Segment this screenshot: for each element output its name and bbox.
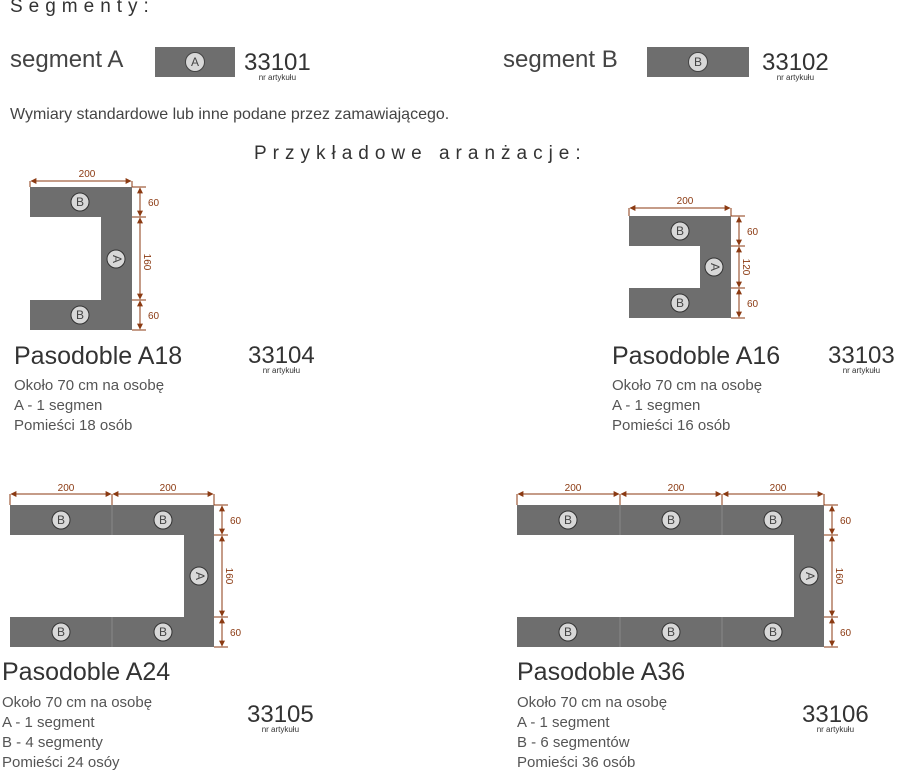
diagram-a36: 200 200 200 60 160 60 B B B A B B B <box>516 483 852 648</box>
layout-a18-line: Pomieści 18 osób <box>14 417 133 434</box>
layout-a36-article: 33106 nr artykułu <box>802 701 869 734</box>
svg-text:160: 160 <box>223 568 234 585</box>
layout-a24-line: Około 70 cm na osobę <box>2 694 153 711</box>
layout-a18-article: 33104 nr artykułu <box>248 342 315 375</box>
layout-a16-article: 33103 nr artykułu <box>828 342 895 375</box>
svg-text:B: B <box>76 308 84 322</box>
svg-text:60: 60 <box>840 516 852 527</box>
layout-a18-line: Około 70 cm na osobę <box>14 377 165 394</box>
svg-text:A: A <box>708 263 722 271</box>
layout-a16-code: 33103 <box>828 342 895 369</box>
layout-a24-title: Pasodoble A24 <box>2 658 171 686</box>
layout-a16-line: A - 1 segmen <box>612 397 701 414</box>
svg-text:200: 200 <box>565 483 582 494</box>
svg-text:200: 200 <box>160 483 177 494</box>
layout-a16-title: Pasodoble A16 <box>612 342 781 370</box>
layout-a18-line: A - 1 segmen <box>14 397 103 414</box>
svg-text:200: 200 <box>677 196 694 207</box>
svg-text:B: B <box>676 224 684 238</box>
svg-text:60: 60 <box>747 227 759 238</box>
svg-text:B: B <box>564 625 572 639</box>
svg-text:60: 60 <box>230 516 242 527</box>
svg-text:B: B <box>76 195 84 209</box>
svg-text:B: B <box>667 513 675 527</box>
svg-text:A: A <box>193 572 207 580</box>
svg-text:60: 60 <box>840 628 852 639</box>
svg-text:B: B <box>159 513 167 527</box>
svg-text:60: 60 <box>148 198 160 209</box>
svg-text:B: B <box>57 625 65 639</box>
layout-a16-line: Około 70 cm na osobę <box>612 377 763 394</box>
segment-a-code-note: nr artykułu <box>258 73 297 82</box>
segment-a-badge: A <box>185 52 205 72</box>
layout-a36-line: Około 70 cm na osobę <box>517 694 668 711</box>
svg-text:B: B <box>159 625 167 639</box>
segment-b-code-note: nr artykułu <box>776 73 815 82</box>
segment-a-label: segment A <box>10 46 124 73</box>
dimensions-note: Wymiary standardowe lub inne podane prze… <box>10 106 450 123</box>
segment-a-article: 33101 nr artykułu <box>244 49 311 82</box>
layout-a16-info: Około 70 cm na osobę A - 1 segmen Pomieś… <box>612 376 762 436</box>
diagram-a24: 200 200 60 160 60 B B A B B <box>9 483 242 648</box>
segment-b-article: 33102 nr artykułu <box>762 49 829 82</box>
svg-text:B: B <box>57 513 65 527</box>
svg-text:200: 200 <box>770 483 787 494</box>
svg-text:60: 60 <box>230 628 242 639</box>
segment-b-code: 33102 <box>762 49 829 76</box>
layout-a18-code-note: nr artykułu <box>262 366 301 375</box>
layout-a36-code-note: nr artykułu <box>816 725 855 734</box>
layout-a36-line: Pomieści 36 osób <box>517 754 636 771</box>
svg-text:200: 200 <box>58 483 75 494</box>
diagram-a16: 200 60 120 60 B A B <box>628 196 759 319</box>
examples-header: Przykładowe aranżacje: <box>254 143 587 164</box>
segment-b-badge: B <box>688 52 708 72</box>
svg-text:160: 160 <box>833 568 844 585</box>
svg-text:200: 200 <box>79 169 96 180</box>
segment-a-swatch: A <box>155 47 235 77</box>
segment-a-code: 33101 <box>244 49 311 76</box>
svg-text:B: B <box>676 296 684 310</box>
svg-text:200: 200 <box>668 483 685 494</box>
layout-a36-line: B - 6 segmentów <box>517 734 630 751</box>
layout-a36-info: Około 70 cm na osobę A - 1 segment B - 6… <box>517 693 667 773</box>
layout-a16-code-note: nr artykułu <box>842 366 881 375</box>
layout-a36-code: 33106 <box>802 701 869 728</box>
layout-a24-line: B - 4 segmenty <box>2 734 103 751</box>
svg-text:A: A <box>110 255 124 263</box>
layout-a24-line: A - 1 segment <box>2 714 95 731</box>
layout-a36-title: Pasodoble A36 <box>517 658 686 686</box>
svg-text:B: B <box>667 625 675 639</box>
segment-b-label: segment B <box>503 46 618 73</box>
layout-a18-title: Pasodoble A18 <box>14 342 183 370</box>
layout-a18-code: 33104 <box>248 342 315 369</box>
segment-b-swatch: B <box>647 47 749 77</box>
svg-text:B: B <box>769 513 777 527</box>
layout-a24-info: Około 70 cm na osobę A - 1 segment B - 4… <box>2 693 152 773</box>
svg-text:60: 60 <box>148 311 160 322</box>
svg-text:60: 60 <box>747 299 759 310</box>
svg-text:B: B <box>564 513 572 527</box>
layout-a24-line: Pomieści 24 osóy <box>2 754 120 771</box>
diagram-a18: 200 60 160 60 B A B <box>29 169 160 331</box>
layout-a36-line: A - 1 segment <box>517 714 610 731</box>
layout-a24-article: 33105 nr artykułu <box>247 701 314 734</box>
layout-a24-code-note: nr artykułu <box>261 725 300 734</box>
layout-a24-code: 33105 <box>247 701 314 728</box>
svg-text:B: B <box>769 625 777 639</box>
layout-a16-line: Pomieści 16 osób <box>612 417 731 434</box>
svg-text:A: A <box>803 572 817 580</box>
svg-text:160: 160 <box>141 254 152 271</box>
segments-header: Segmenty: <box>10 0 155 17</box>
layout-a18-info: Około 70 cm na osobę A - 1 segmen Pomieś… <box>14 376 164 436</box>
svg-text:120: 120 <box>740 259 751 276</box>
